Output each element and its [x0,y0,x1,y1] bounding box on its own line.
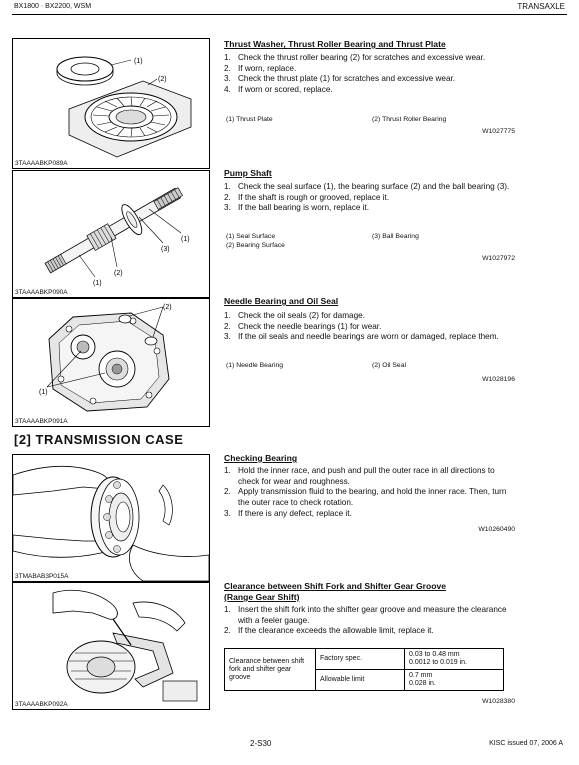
step-item: 1.Hold the inner race, and push and pull… [224,466,495,486]
steps-needle-bearing: 1.Check the oil seals (2) for damage. 2.… [224,311,516,343]
step-item: 2.If the shaft is rough or grooved, repl… [224,192,390,202]
spec-value: 0.03 to 0.48 mm 0.0012 to 0.019 in. [404,648,504,670]
figure-code: 3TAAAABKP090A [15,289,68,296]
spec-name: Allowable limit [315,669,405,691]
section-subtitle-shift-fork: (Range Gear Shift) [224,592,300,602]
step-item: 3.If there is any defect, replace it. [224,508,352,518]
legend-item: (1) Thrust Plate [226,116,273,123]
ref-code: W1027775 [482,128,515,135]
spec-name: Factory spec. [315,648,405,670]
step-item: 3.If the ball bearing is worn, replace i… [224,203,370,213]
spec-value: 0.7 mm 0.028 in. [404,669,504,691]
figure-thrust-bearing: (1) (2) 3TAAAABKP089A [12,38,210,169]
section-title-shift-fork: Clearance between Shift Fork and Shifter… [224,581,447,591]
step-item: 2.If the clearance exceeds the allowable… [224,626,434,636]
spec-table: Clearance between shift fork and shifter… [224,648,504,691]
section-heading: [2] TRANSMISSION CASE [14,432,184,447]
table-row: Clearance between shift fork and shifter… [224,648,504,691]
figure-code: 3TAAAABKP092A [15,701,68,708]
figure-shift-fork: 3TAAAABKP092A [12,582,210,710]
step-item: 1.Check the seal surface (1), the bearin… [224,182,510,191]
ref-code: W1028196 [482,376,515,383]
section-title-needle-bearing: Needle Bearing and Oil Seal [224,296,339,306]
needle-bearing-drawing: (2) (1) [39,304,172,412]
legend-item: (1) Seal Surface [226,233,276,240]
step-item: 2.Check the needle bearings (1) for wear… [224,321,382,331]
step-item: 2.Apply transmission fluid to the bearin… [224,487,507,508]
legend-item: (2) Thrust Roller Bearing [372,116,447,123]
callout-2: (2) [163,304,172,311]
callout-1: (1) [181,236,190,243]
figure-code: 3TAAAABKP089A [15,160,68,167]
figure-pump-shaft: (1) (3) (2) (1) 3TAAAABKP090A [12,170,210,298]
step-item: 4.If worn or scored, replace. [224,85,333,95]
header-section: TRANSAXLE [517,2,565,11]
ref-code: W1028380 [482,698,515,705]
thrust-bearing-drawing: (1) (2) [56,56,192,158]
step-item: 1.Check the oil seals (2) for damage. [224,311,365,320]
header-model: BX1800 · BX2200, WSM [14,3,92,10]
steps-shift-fork: 1.Insert the shift fork into the shifter… [224,605,516,637]
section-title-checking-bearing: Checking Bearing [224,453,298,463]
section-title-pump-shaft: Pump Shaft [224,168,272,178]
figure-checking-bearing: 3TMABAB3P015A [12,454,210,582]
step-item: 1.Insert the shift fork into the shifter… [224,605,507,625]
header-rule [12,14,567,15]
section-title-thrust: Thrust Washer, Thrust Roller Bearing and… [224,39,446,49]
figure-code: 3TMABAB3P015A [15,573,69,580]
checking-bearing-drawing [13,466,209,581]
callout-3: (3) [161,246,170,253]
steps-pump-shaft: 1.Check the seal surface (1), the bearin… [224,182,516,214]
ref-code: W10260490 [478,526,515,533]
callout-1b: (1) [93,280,102,287]
issue-info: KISC issued 07, 2006 A [489,740,563,747]
table-row: Allowable limit 0.7 mm 0.028 in. [225,669,504,691]
legend-item: (1) Needle Bearing [226,362,284,369]
callout-1: (1) [39,389,48,396]
steps-thrust: 1.Check the thrust roller bearing (2) fo… [224,53,516,96]
shift-fork-drawing [52,589,198,702]
legend-item: (3) Ball Bearing [372,233,419,240]
step-item: 3.If the oil seals and needle bearings a… [224,332,499,342]
legend-item: (2) Bearing Surface [226,242,285,249]
callout-2: (2) [158,76,167,83]
step-item: 1.Check the thrust roller bearing (2) fo… [224,53,486,62]
page-number: 2-S30 [250,739,272,748]
legend-item: (2) Oil Seal [372,362,406,369]
ref-code: W1027972 [482,255,515,262]
step-item: 2.If worn, replace. [224,63,297,73]
figure-code: 3TAAAABKP091A [15,418,68,425]
figure-needle-bearing: (2) (1) 3TAAAABKP091A [12,298,210,427]
steps-checking-bearing: 1.Hold the inner race, and push and pull… [224,466,516,520]
pump-shaft-drawing: (1) (3) (2) (1) [44,187,190,287]
callout-2: (2) [114,270,123,277]
spec-label: Clearance between shift fork and shifter… [224,648,316,691]
callout-1: (1) [134,58,143,65]
step-item: 3.Check the thrust plate (1) for scratch… [224,74,456,84]
